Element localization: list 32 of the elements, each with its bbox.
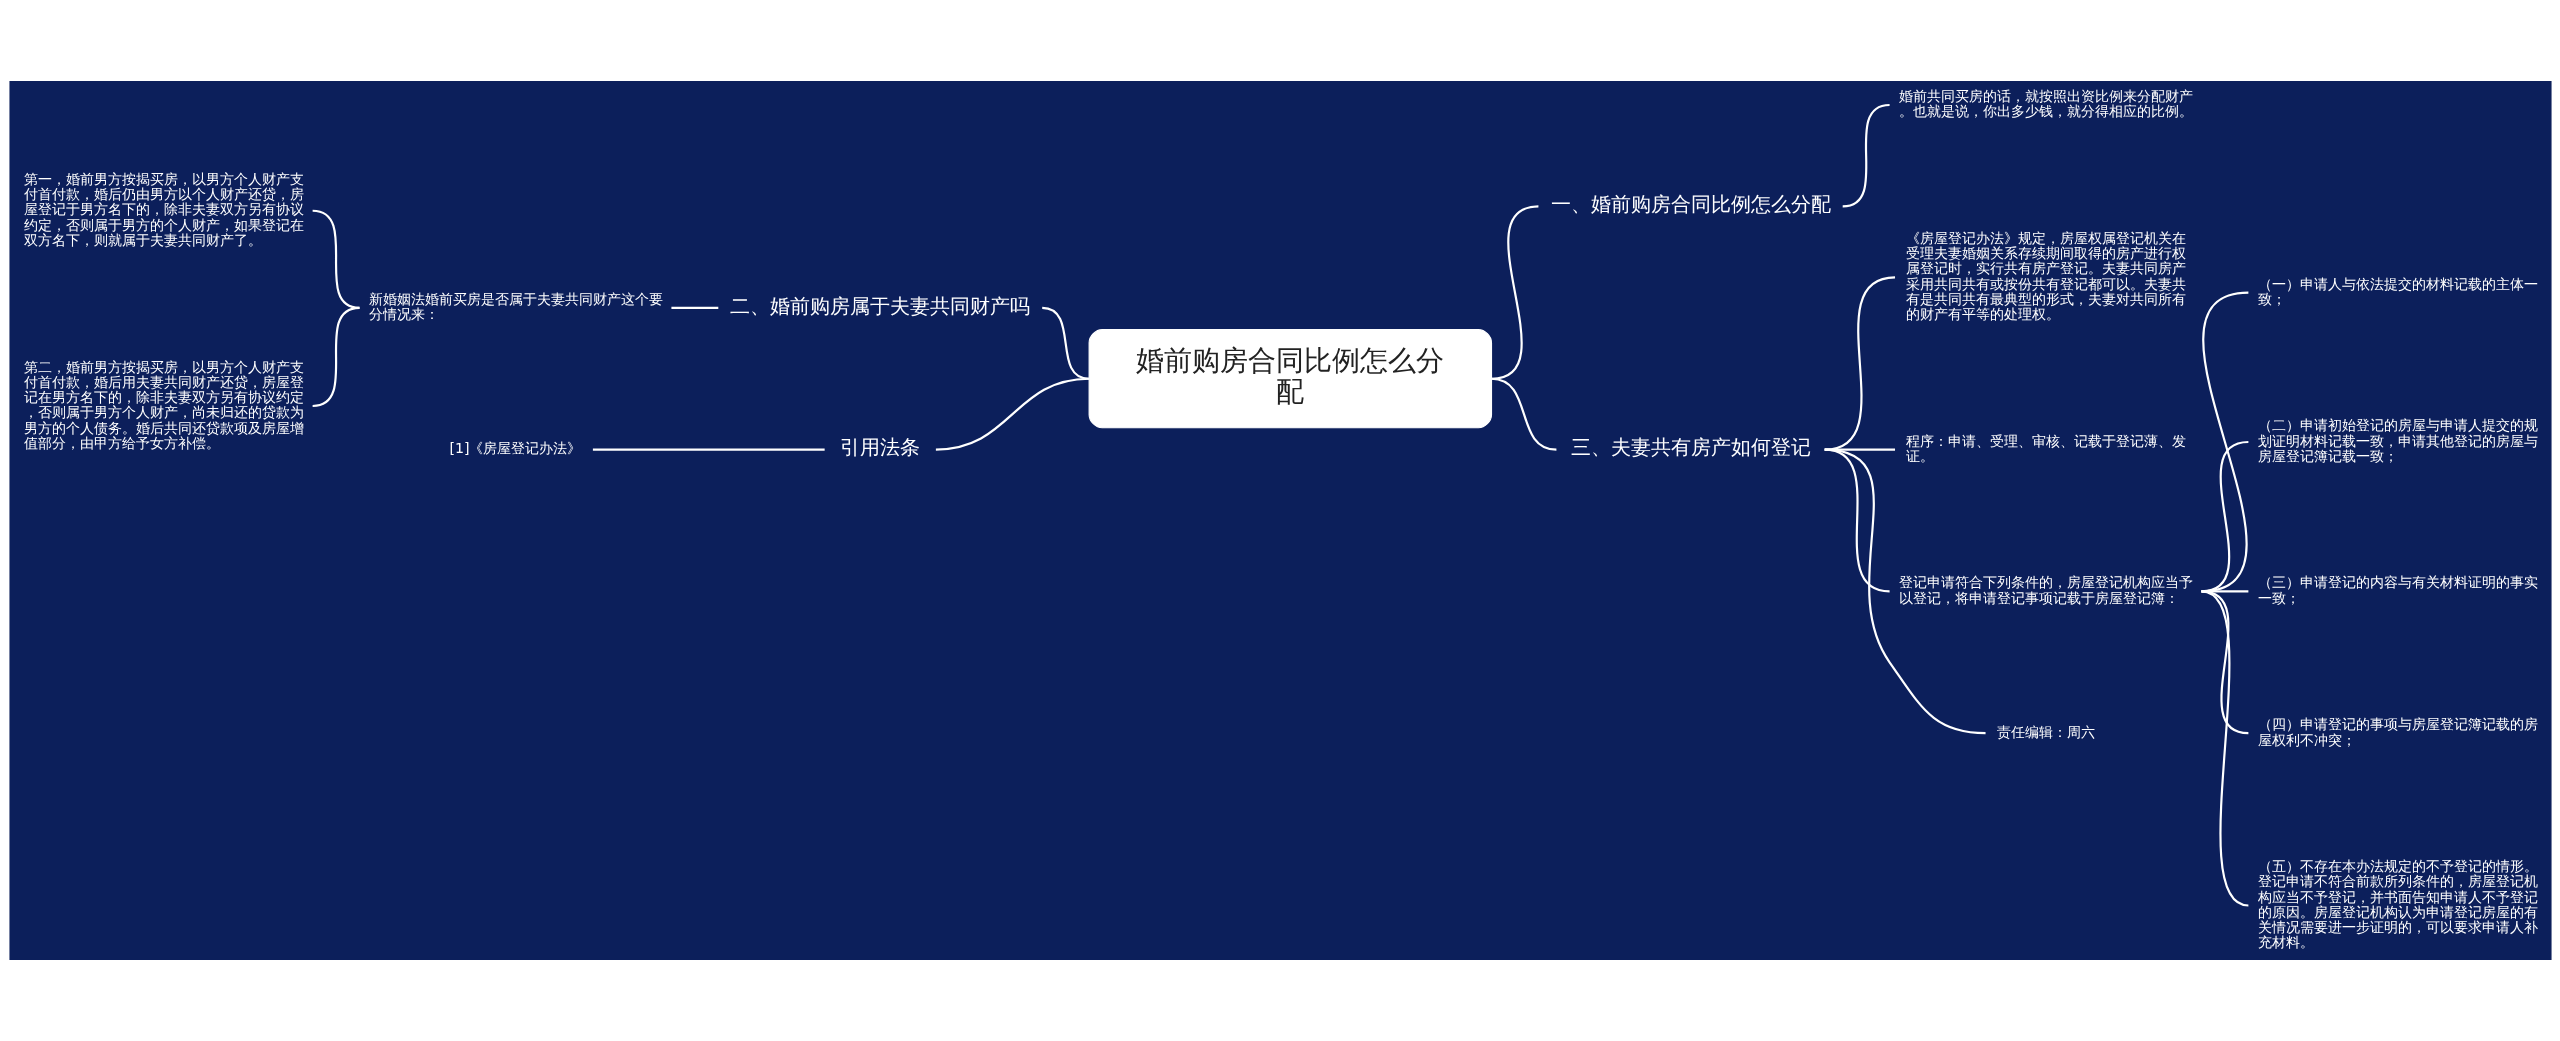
connector bbox=[670, 306, 718, 309]
connector bbox=[1824, 276, 1895, 451]
node-text: 引用法条 bbox=[839, 436, 920, 460]
node-text: （三）申请登记的内容与有关材料证明的事实一致； bbox=[2257, 574, 2538, 606]
connector bbox=[1490, 205, 1539, 380]
node-text: 第一，婚前男方按揭买房，以男方个人财产支付首付款，婚后仍由男方以个人财产还贷，房屋登记于男方名下的，除非夫妻双方另有协议约定，否则属于男方的个人财产，如果登记在双方名下，则就属于夫妻共同财产了。 bbox=[23, 170, 304, 249]
node-text: 三、夫妻共有房产如何登记 bbox=[1570, 436, 1811, 460]
node-text: 第二，婚前男方按揭买房，以男方个人财产支付首付款，婚后用夫妻共同财产还贷，房屋登记在男方名下的，除非夫妻双方另有协议约定，否则属于男方个人财产，尚未归还的贷款为男方的个人债务。婚后共同还贷款项及房屋增值部分，由甲方给予女方补偿。 bbox=[23, 358, 304, 451]
connector bbox=[1824, 448, 1986, 735]
connector bbox=[1842, 103, 1890, 208]
connector bbox=[1490, 377, 1557, 451]
node-text: 一、婚前购房合同比例怎么分配 bbox=[1550, 193, 1831, 217]
connector bbox=[311, 306, 360, 408]
node-text: 登记申请符合下列条件的，房屋登记机构应当予以登记，将申请登记事项记载于房屋登记簿： bbox=[1898, 574, 2193, 606]
connector bbox=[935, 377, 1089, 451]
node-text: 婚前共同买房的话，就按照出资比例来分配财产。也就是说，你出多少钱，就分得相应的比例。 bbox=[1898, 88, 2193, 120]
node-text: 程序：申请、受理、审核、记载于登记薄、发证。 bbox=[1905, 432, 2186, 464]
node-text: 二、婚前购房属于夫妻共同财产吗 bbox=[729, 294, 1030, 318]
node-box: 婚前购房合同比例怎么分配 bbox=[1088, 329, 1492, 429]
connector bbox=[2200, 590, 2249, 735]
connector bbox=[2200, 291, 2249, 593]
node-text: 《房屋登记办法》规定，房屋权属登记机关在受理夫妻婚姻关系存续期间取得的房产进行权属登记时，实行共有房产登记。夫妻共同房产采用共同共有或按份共有登记都可以。夫妻共有是共同共有最典型的形式，夫妻对共同所有的财产有平等的处理权。 bbox=[1905, 229, 2186, 323]
node-text: 新婚姻法婚前买房是否属于夫妻共同财产这个要分情况来： bbox=[368, 290, 663, 323]
connector bbox=[2200, 590, 2249, 907]
node-text: （二）申请初始登记的房屋与申请人提交的规划证明材料记载一致，申请其他登记的房屋与房屋登记簿记载一致； bbox=[2257, 417, 2538, 464]
node-text: 责任编辑：周六 bbox=[1996, 723, 2095, 740]
node-text: [1]《房屋登记办法》 bbox=[448, 440, 581, 457]
node-text: （四）申请登记的事项与房屋登记簿记载的房屋权利不冲突； bbox=[2257, 716, 2538, 748]
connector bbox=[1041, 306, 1089, 380]
node-text: （五）不存在本办法规定的不予登记的情形。登记申请不符合前款所列条件的，房屋登记机构应当不予登记，并书面告知申请人不予登记的原因。房屋登记机构认为申请登记房屋的有关情况需要进一步证明的，可以要求申请人补充材料。 bbox=[2257, 858, 2538, 951]
connector bbox=[592, 448, 825, 451]
node-text: （一）申请人与依法提交的材料记载的主体一致； bbox=[2257, 275, 2538, 307]
